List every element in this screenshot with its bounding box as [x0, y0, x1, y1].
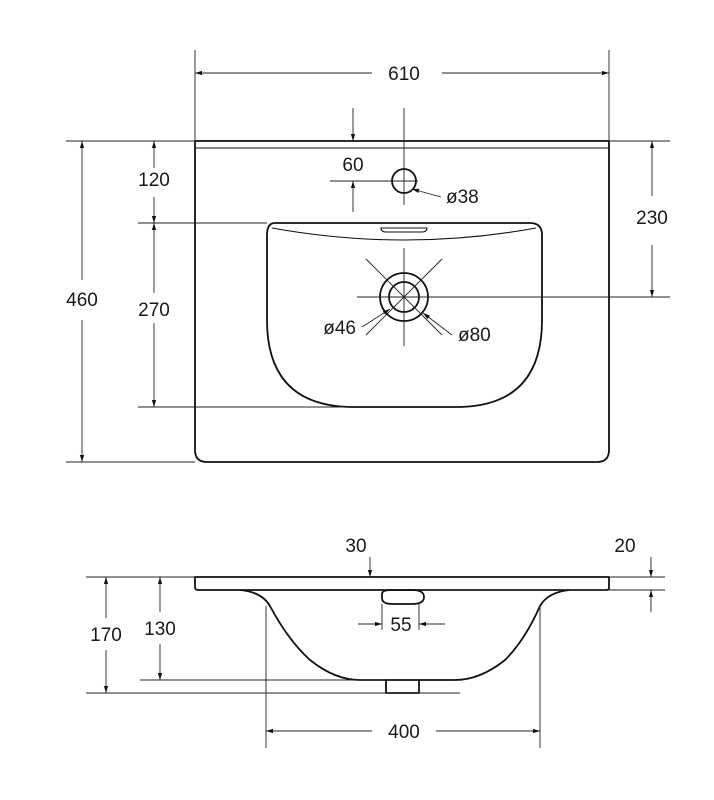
tap-diameter-leader — [411, 188, 442, 198]
side-view: 30 20 55 170 130 400 — [86, 536, 665, 748]
drain-outer-leader — [422, 312, 453, 336]
overflow-offset-label: 20 — [614, 536, 635, 557]
drain-stub — [385, 680, 420, 694]
tap-offset-label: 60 — [342, 155, 363, 176]
drain-width-label: 55 — [390, 615, 411, 636]
bowl-outline — [266, 222, 543, 408]
top-view: 610 460 120 270 60 ø38 230 ø46 ø — [66, 50, 670, 463]
bowl-back-curve — [271, 227, 537, 241]
bowl-width-label: 400 — [388, 722, 420, 743]
rim-profile — [194, 576, 610, 591]
overflow-slot — [380, 227, 428, 233]
width-label: 610 — [388, 64, 420, 85]
drain-to-back-label: 230 — [636, 208, 668, 229]
drain-inner-label: ø46 — [323, 318, 356, 339]
overflow-profile — [381, 589, 425, 605]
bowl-length-label: 270 — [138, 300, 170, 321]
rim-thickness-label: 30 — [345, 536, 366, 557]
drain-inner-leader — [361, 308, 391, 328]
depth-label: 460 — [66, 290, 98, 311]
tap-diameter-label: ø38 — [446, 187, 479, 208]
drain-diag-ext-2 — [365, 258, 443, 336]
basin-outline — [194, 140, 610, 463]
total-height-label: 170 — [90, 625, 122, 646]
front-to-bowl-label: 120 — [138, 170, 170, 191]
bowl-height-label: 130 — [144, 619, 176, 640]
drain-outer-label: ø80 — [458, 325, 491, 346]
